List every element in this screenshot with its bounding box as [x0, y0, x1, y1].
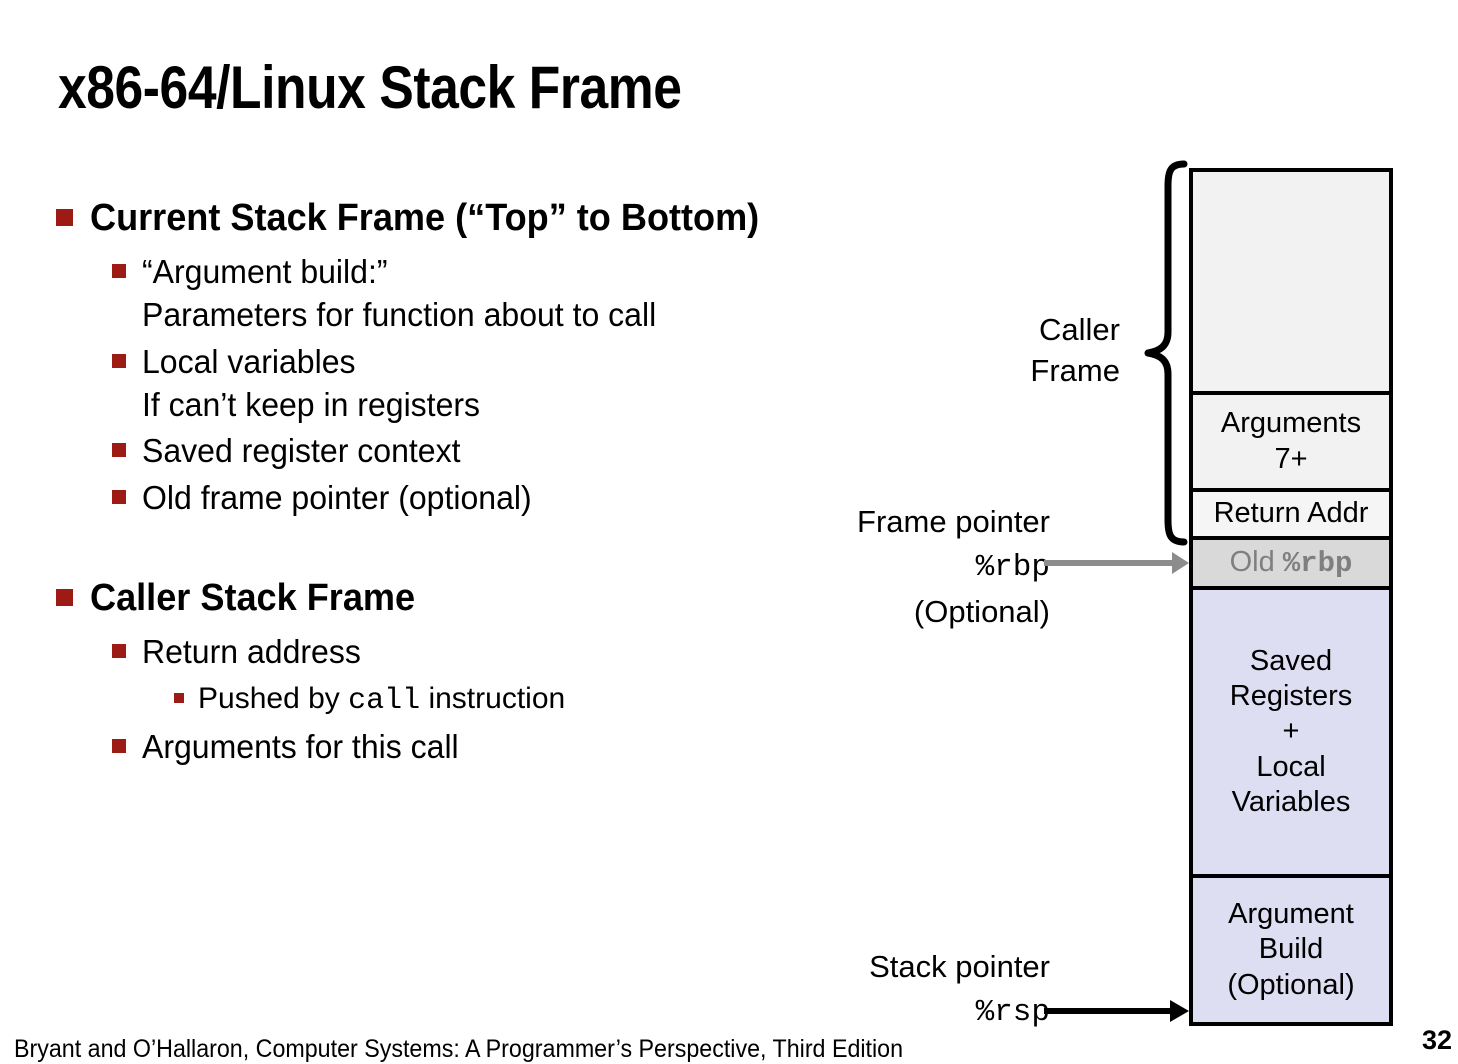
bullet-square-icon	[112, 263, 126, 278]
bullet-square-icon	[112, 644, 126, 658]
stack-pointer-line1: Stack pointer	[869, 949, 1050, 984]
argument-build-line2: Parameters for function about to call	[142, 295, 657, 333]
local-variables-line1: Local variables	[142, 342, 356, 380]
stack-frame-diagram: Arguments 7+ Return Addr Old %rbp Saved …	[1189, 168, 1393, 1026]
saved-line1: Saved	[1249, 644, 1333, 677]
stack-cell-return-addr: Return Addr	[1193, 492, 1389, 540]
stack-pointer-label: Stack pointer %rsp	[770, 945, 1050, 1035]
old-rbp-register: %rbp	[1282, 546, 1353, 580]
bullet-square-icon	[56, 589, 73, 607]
return-addr-text: Return Addr	[1213, 497, 1369, 530]
saved-line3: +	[1282, 715, 1300, 748]
pushed-by-prefix: Pushed by	[198, 681, 349, 715]
call-instruction-mono: call	[348, 683, 421, 718]
local-variables-line2: If can’t keep in registers	[142, 385, 481, 423]
caller-frame-line2: Frame	[1030, 352, 1120, 388]
list-item-text: Old frame pointer (optional)	[142, 479, 532, 517]
frame-pointer-line1: Frame pointer	[857, 504, 1050, 539]
bullet-square-icon	[112, 739, 126, 754]
rsp-arrow-icon	[1044, 1000, 1189, 1022]
list-item-saved-register-context: Saved register context	[112, 430, 936, 473]
old-rbp-prefix: Old	[1229, 545, 1283, 578]
page-number: 32	[1421, 1025, 1452, 1055]
argument-build-line1: “Argument build:”	[142, 252, 388, 290]
stack-cell-old-rbp: Old %rbp	[1193, 540, 1389, 590]
argbuild-line2: Build	[1258, 933, 1324, 966]
caller-frame-line1: Caller	[1039, 312, 1120, 347]
rbp-arrow-icon	[1044, 552, 1189, 574]
bullet-square-icon	[112, 490, 126, 505]
list-item-text: Arguments for this call	[142, 728, 459, 766]
stack-cell-caller-frame-empty	[1193, 172, 1389, 395]
caller-frame-label: Caller Frame	[960, 310, 1120, 392]
bullet-square-icon	[56, 209, 73, 226]
frame-pointer-optional: (Optional)	[913, 593, 1050, 629]
frame-pointer-label: Frame pointer %rbp (Optional)	[770, 500, 1050, 633]
bullet-square-icon	[112, 353, 126, 368]
list-item-text: “Argument build:” Parameters for functio…	[142, 251, 656, 337]
list-item-text: Saved register context	[142, 432, 461, 470]
page-title: x86-64/Linux Stack Frame	[58, 54, 682, 121]
list-item-argument-build: “Argument build:” Parameters for functio…	[112, 251, 936, 337]
argbuild-line3: (Optional)	[1227, 968, 1355, 1001]
section2-title-text: Caller Stack Frame	[90, 577, 416, 620]
saved-line5: Variables	[1231, 786, 1351, 819]
saved-line2: Registers	[1229, 679, 1353, 712]
arguments-line1: Arguments	[1220, 407, 1362, 440]
frame-pointer-register: %rbp	[975, 550, 1050, 586]
stack-cell-arguments-7plus: Arguments 7+	[1193, 395, 1389, 492]
list-item-text: Pushed by call instruction	[198, 680, 565, 720]
saved-line4: Local	[1256, 750, 1326, 783]
argbuild-line1: Argument	[1228, 897, 1354, 930]
section1-title-text: Current Stack Frame (“Top” to Bottom)	[90, 197, 760, 239]
list-item-pushed-by-call: Pushed by call instruction	[174, 680, 936, 720]
bullet-square-icon	[112, 443, 126, 458]
section-heading-caller-stack-frame: Caller Stack Frame	[56, 576, 936, 621]
section-heading-current-stack-frame: Current Stack Frame (“Top” to Bottom)	[56, 196, 936, 241]
list-item-text: Return address	[142, 633, 361, 670]
list-item-old-frame-pointer: Old frame pointer (optional)	[112, 477, 936, 520]
bullet-content: Current Stack Frame (“Top” to Bottom) “A…	[56, 196, 936, 773]
stack-pointer-register: %rsp	[975, 995, 1050, 1031]
list-item-text: Local variables If can’t keep in registe…	[142, 341, 480, 427]
stack-cell-argument-build: Argument Build (Optional)	[1193, 878, 1389, 1022]
list-item-arguments-for-this-call: Arguments for this call	[112, 726, 936, 769]
caller-frame-brace-icon	[1144, 160, 1188, 546]
arguments-line2: 7+	[1274, 442, 1308, 475]
footer-citation: Bryant and O’Hallaron, Computer Systems:…	[14, 1035, 904, 1063]
old-rbp-row: Old %rbp	[1230, 545, 1353, 581]
stack-cell-saved-registers-locals: Saved Registers + Local Variables	[1193, 590, 1389, 878]
bullet-square-icon	[174, 692, 184, 703]
list-item-return-address: Return address	[112, 631, 936, 674]
list-item-local-variables: Local variables If can’t keep in registe…	[112, 341, 936, 427]
pushed-by-suffix: instruction	[420, 681, 566, 715]
